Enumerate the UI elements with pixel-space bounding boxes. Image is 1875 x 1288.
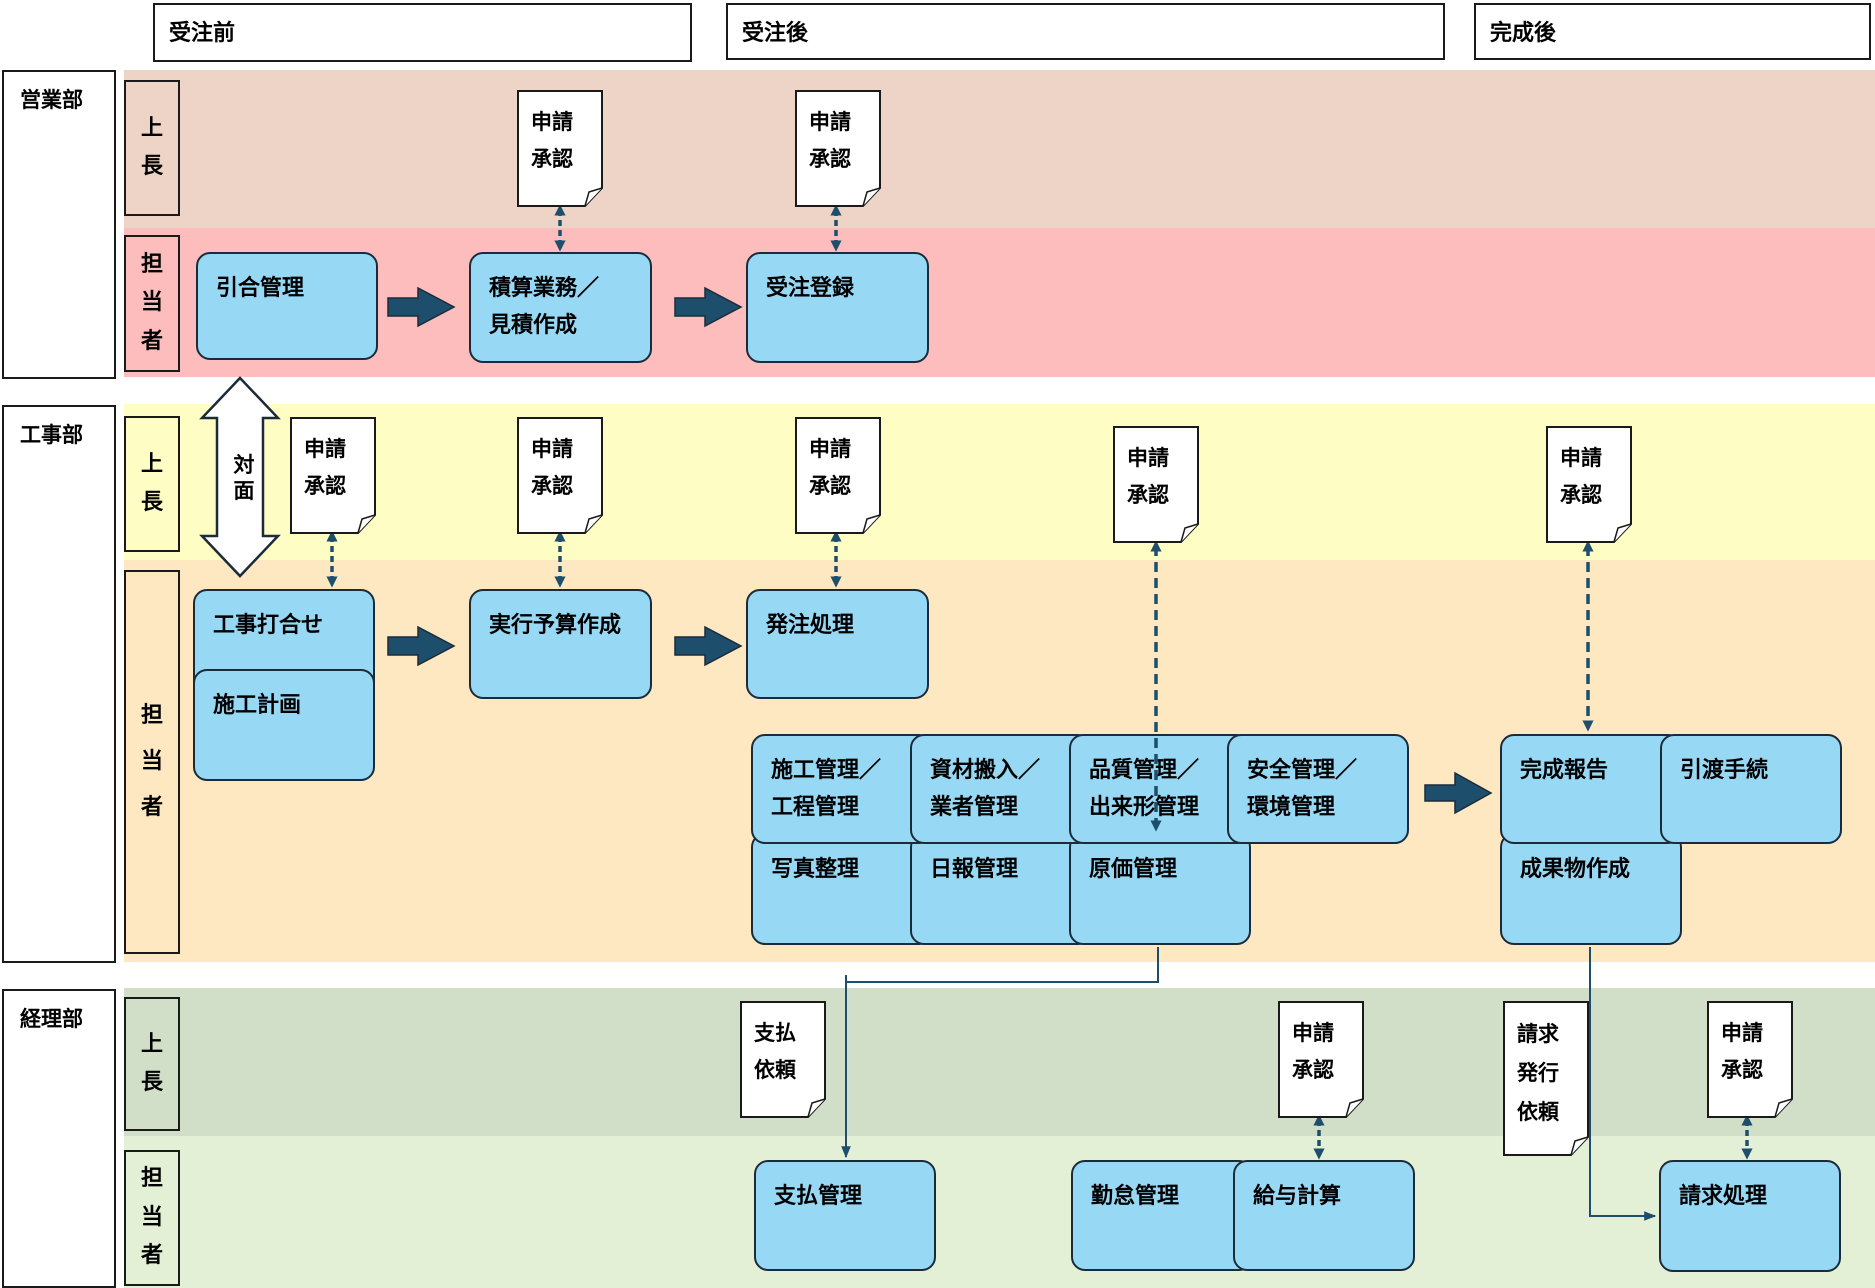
phase-header-after-completion: 完成後 — [1474, 3, 1871, 60]
process-inquiry-management[interactable]: 引合管理 — [196, 252, 378, 360]
approval-document: 申請 承認 — [1546, 426, 1632, 543]
approval-document: 申請 承認 — [517, 90, 603, 207]
deliverables-to-billing-connector — [1589, 947, 1657, 1221]
role-eng-staff: 担 当 者 — [124, 570, 180, 954]
approval-document-text: 申請 承認 — [1721, 1021, 1763, 1082]
process-deliverables[interactable]: 成果物作成 — [1500, 833, 1682, 945]
face-to-face-label: 対 面 — [233, 453, 255, 504]
lane-sales-boss — [124, 70, 1875, 228]
role-sales-staff: 担 当 者 — [124, 235, 180, 372]
approval-document: 申請 承認 — [795, 417, 881, 534]
role-sales-boss: 上 長 — [124, 80, 180, 216]
cost-to-payment-connector — [841, 947, 1159, 1159]
flow-arrow — [674, 625, 743, 667]
approval-document-text: 申請 承認 — [531, 437, 573, 498]
flow-arrow — [674, 286, 743, 328]
approval-document-text: 申請 承認 — [809, 437, 851, 498]
process-construction-plan[interactable]: 施工計画 — [193, 669, 375, 781]
flow-arrow — [387, 286, 456, 328]
process-ordering[interactable]: 発注処理 — [746, 589, 929, 699]
dept-sales: 営業部 — [2, 70, 116, 379]
approval-document: 申請 承認 — [1113, 426, 1199, 543]
role-eng-boss: 上 長 — [124, 416, 180, 552]
approval-document-text: 申請 承認 — [1560, 446, 1602, 507]
approval-document: 申請 承認 — [517, 417, 603, 534]
role-acc-boss: 上 長 — [124, 997, 180, 1131]
process-billing[interactable]: 請求処理 — [1659, 1160, 1841, 1272]
invoice-request-document-text: 請求 発行 依頼 — [1517, 1022, 1559, 1124]
approval-document-text: 申請 承認 — [531, 110, 573, 171]
approval-document-text: 申請 承認 — [809, 110, 851, 171]
role-acc-staff: 担 当 者 — [124, 1150, 180, 1286]
flow-arrow — [387, 625, 456, 667]
process-safety-environment[interactable]: 安全管理／ 環境管理 — [1227, 734, 1409, 844]
lane-acc-staff — [124, 1136, 1875, 1288]
process-payment-management[interactable]: 支払管理 — [754, 1160, 936, 1271]
approval-document: 申請 承認 — [1707, 1001, 1793, 1118]
process-attendance[interactable]: 勤怠管理 — [1071, 1160, 1253, 1271]
process-payroll[interactable]: 給与計算 — [1233, 1160, 1415, 1271]
dept-accounting: 経理部 — [2, 989, 116, 1288]
approval-document-text: 申請 承認 — [1127, 446, 1169, 507]
payment-request-document-text: 支払 依頼 — [754, 1021, 796, 1082]
face-to-face-double-arrow — [199, 376, 281, 578]
dept-engineering: 工事部 — [2, 405, 116, 963]
process-material-vendor[interactable]: 資材搬入／ 業者管理 — [910, 734, 1092, 844]
process-order-registration[interactable]: 受注登録 — [746, 252, 929, 363]
payment-request-document: 支払 依頼 — [740, 1001, 826, 1118]
approval-document: 申請 承認 — [1278, 1001, 1364, 1118]
approval-document: 申請 承認 — [290, 417, 376, 534]
process-estimating[interactable]: 積算業務／ 見積作成 — [469, 252, 652, 363]
approval-document-text: 申請 承認 — [304, 437, 346, 498]
process-cost-management[interactable]: 原価管理 — [1069, 833, 1251, 945]
process-budget-creation[interactable]: 実行予算作成 — [469, 589, 652, 699]
approval-document-text: 申請 承認 — [1292, 1021, 1334, 1082]
approval-document: 申請 承認 — [795, 90, 881, 207]
process-construction-schedule[interactable]: 施工管理／ 工程管理 — [751, 734, 933, 844]
process-completion-report[interactable]: 完成報告 — [1500, 734, 1682, 844]
phase-header-pre-order: 受注前 — [153, 3, 692, 62]
invoice-request-document: 請求 発行 依頼 — [1503, 1001, 1589, 1156]
process-handover[interactable]: 引渡手続 — [1660, 734, 1842, 844]
flow-arrow — [1424, 771, 1493, 815]
phase-header-post-order: 受注後 — [726, 3, 1445, 60]
